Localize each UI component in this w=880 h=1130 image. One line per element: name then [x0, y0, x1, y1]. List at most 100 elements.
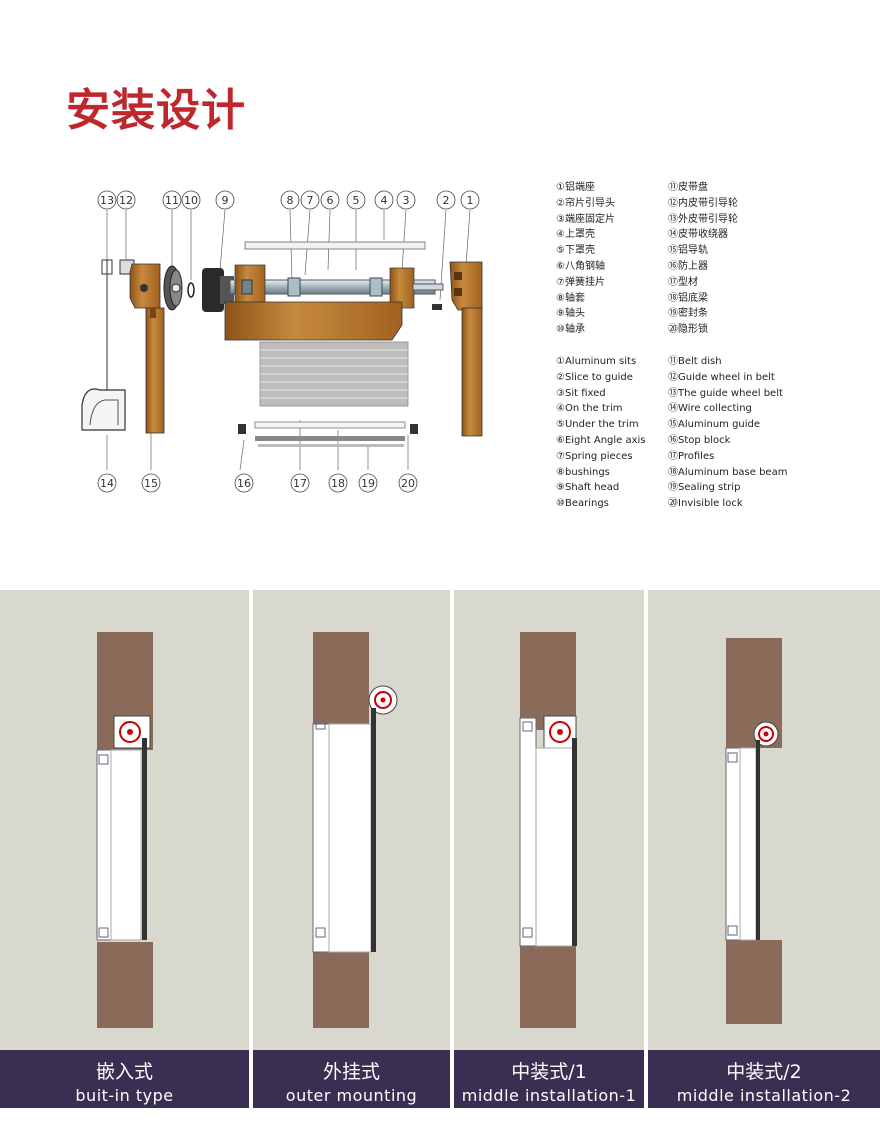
caption-en: outer mounting [285, 1086, 418, 1105]
caption-middle-installation-1: 中装式/1 middle installation-1 [454, 1050, 644, 1108]
callout-circle [396, 190, 416, 210]
callout-number: 1 [467, 194, 474, 207]
middle-installation-2-illustration [725, 638, 782, 1024]
callout-number: 9 [222, 194, 229, 207]
legend-item: ⑨轴头 [556, 308, 585, 320]
legend-item: ⑩Bearings [556, 498, 609, 510]
callout-number: 6 [327, 194, 334, 207]
legend-item: ②Slice to guide [556, 371, 633, 383]
callout-circle [460, 190, 480, 210]
legend-item: ⑥Eight Angle axis [556, 434, 646, 446]
legend-cn-left: ①铝端座 ②帘片引导头 ③端座固定片 ④上罩壳 ⑤下罩壳 ⑥八角钢轴 ⑦弹簧挂片 ⑧轴套 ⑨轴头… [556, 180, 615, 338]
callout-number: 13 [100, 194, 114, 207]
legend-item: ⑱Aluminum base beam [668, 466, 788, 478]
panel-middle-installation-1 [454, 590, 644, 1050]
legend-item: ⑱铝底梁 [668, 292, 708, 304]
legend-item: ⑭皮带收绕器 [668, 229, 728, 241]
callout-number: 11 [165, 194, 179, 207]
caption-en: middle installation-1 [461, 1086, 637, 1105]
middle-installation-1-illustration [519, 632, 577, 1028]
callout-number: 20 [401, 477, 415, 490]
caption-en: buit-in type [75, 1086, 174, 1105]
callout-number: 2 [443, 194, 450, 207]
outer-mounting-illustration [312, 632, 398, 1028]
callout-circle [116, 190, 136, 210]
built-in-illustration [96, 632, 153, 1028]
panel-built-in [0, 590, 249, 1050]
callout-circle [234, 473, 254, 493]
legend-item: ⑫内皮带引导轮 [668, 197, 738, 209]
legend-item: ⑯Stop block [668, 434, 731, 446]
callout-circle [97, 473, 117, 493]
callout-circle [162, 190, 182, 210]
legend-item: ⑬The guide wheel belt [668, 387, 783, 399]
legend-cn-right: ⑪皮带盘 ⑫内皮带引导轮 ⑬外皮带引导轮 ⑭皮带收绕器 ⑮铝导轨 ⑯防上器 ⑰型材 ⑱铝底梁 ⑲… [668, 180, 738, 338]
legend-item: ⑩轴承 [556, 324, 585, 336]
legend-item: ⑦Spring pieces [556, 450, 633, 462]
callout-number: 4 [381, 194, 388, 207]
callout-circle [97, 190, 117, 210]
legend-item: ⑤Under the trim [556, 419, 639, 431]
callout-circle [346, 190, 366, 210]
callout-number: 12 [119, 194, 133, 207]
legend-item: ③端座固定片 [556, 213, 615, 225]
legend-item: ⑪Belt dish [668, 356, 722, 367]
legend-item: ②帘片引导头 [556, 197, 615, 209]
legend-item: ⑫Guide wheel in belt [668, 371, 775, 383]
legend-item: ⑥八角钢轴 [556, 260, 605, 272]
legend-item: ④On the trim [556, 403, 623, 415]
callout-circle [300, 190, 320, 210]
callout-number: 17 [293, 477, 307, 490]
legend-item: ⑰型材 [668, 276, 698, 288]
callout-circle [141, 473, 161, 493]
callout-number: 8 [287, 194, 294, 207]
callout-number: 14 [100, 477, 114, 490]
legend-item: ⑪皮带盘 [668, 182, 708, 193]
legend-item: ⑲Sealing strip [668, 482, 741, 494]
legend-item: ⑭Wire collecting [668, 403, 752, 415]
legend-item: ⑮铝导轨 [668, 245, 708, 257]
legend-item: ①Aluminum sits [556, 356, 637, 367]
legend-item: ⑮Aluminum guide [668, 419, 761, 431]
legend-en-left: ①Aluminum sits ②Slice to guide ③Sit fixed ④… [556, 354, 646, 512]
callout-circle [280, 190, 300, 210]
caption-cn: 外挂式 [322, 1061, 380, 1083]
callout-number: 18 [331, 477, 345, 490]
callout-circle [320, 190, 340, 210]
legend-item: ③Sit fixed [556, 387, 606, 399]
legend-item: ⑳Invisible lock [668, 498, 743, 510]
legend-item: ⑯防上器 [668, 260, 708, 272]
legend-en-right: ⑪Belt dish ⑫Guide wheel in belt ⑬The guide… [668, 354, 787, 512]
legend-item: ④上罩壳 [556, 229, 595, 241]
callout-circle [436, 190, 456, 210]
caption-cn: 中装式/2 [726, 1061, 802, 1083]
caption-built-in: 嵌入式 buit-in type [0, 1050, 249, 1108]
callout-circle [358, 473, 378, 493]
caption-en: middle installation-2 [676, 1086, 852, 1105]
callout-circle [290, 473, 310, 493]
page-title: 安装设计 [66, 85, 246, 136]
legend-item: ⑬外皮带引导轮 [668, 213, 738, 225]
legend-item: ⑧bushings [556, 466, 610, 478]
panel-middle-installation-2 [648, 590, 880, 1050]
callout-number: 19 [361, 477, 375, 490]
callout-number: 5 [353, 194, 360, 207]
callout-circle [328, 473, 348, 493]
legend-item: ⑨Shaft head [556, 482, 620, 494]
legend-item: ⑰Profiles [668, 450, 715, 462]
callout-circle [215, 190, 235, 210]
legend-item: ⑤下罩壳 [556, 245, 595, 257]
callout-number: 16 [237, 477, 251, 490]
legend-item: ⑧轴套 [556, 292, 585, 304]
legend-item: ⑲密封条 [668, 308, 708, 320]
caption-middle-installation-2: 中装式/2 middle installation-2 [648, 1050, 880, 1108]
callout-number: 15 [144, 477, 158, 490]
caption-cn: 嵌入式 [95, 1061, 153, 1083]
callout-circle [181, 190, 201, 210]
legend-item: ①铝端座 [556, 182, 595, 193]
caption-outer-mounting: 外挂式 outer mounting [253, 1050, 450, 1108]
caption-cn: 中装式/1 [511, 1061, 587, 1083]
callout-number: 10 [184, 194, 198, 207]
legend-item: ⑦弹簧挂片 [556, 276, 605, 288]
